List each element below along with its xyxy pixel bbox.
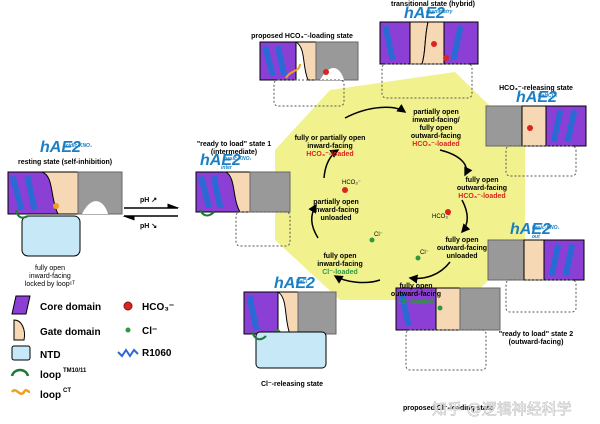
cycle-s1-l1: fully or partially open — [295, 135, 366, 142]
resting-state-glyph — [7, 171, 123, 257]
legend-ntd-swatch — [11, 345, 31, 361]
legend: Core domain Gate domain NTD loop TM10/11… — [10, 295, 174, 401]
cycle-s5-l3: Cl⁻-loaded — [398, 299, 434, 306]
cycle-s4-l3: unloaded — [446, 253, 477, 260]
legend-core-label: Core domain — [40, 302, 101, 313]
legend-ntd-label: NTD — [40, 350, 61, 361]
legend-loop-tm-swatch — [10, 368, 30, 377]
cycle-s5-l2: outward-facing — [391, 291, 441, 298]
cycle-arrow-5 — [333, 275, 381, 284]
watermark: 知乎 @逻辑神经科学 — [432, 400, 572, 418]
cycle-s3-l1: fully open — [465, 177, 498, 184]
resting-protein-sup: acidic-KNO₃ — [63, 143, 92, 149]
cycle-s3-l2: outward-facing — [457, 185, 507, 192]
hco3-releasing-glyph — [485, 105, 587, 177]
hco3-releasing-protein-sup: NaHCO₃ — [538, 93, 558, 99]
legend-gate-label: Gate domain — [40, 327, 101, 338]
cycle-arrow-3 — [461, 199, 471, 234]
resting-caption-1: fully open — [35, 265, 65, 272]
legend-cl-swatch — [125, 327, 131, 333]
legend-loop-ct-label: loop — [40, 390, 61, 401]
legend-loop-tm-label: loop — [40, 370, 61, 381]
ph-down-label: pH ↘ — [140, 223, 157, 230]
cycle-s4-l1: fully open — [445, 237, 478, 244]
transitional-glyph — [379, 21, 479, 99]
hco3-releasing-title: HCO₃⁻-releasing state — [499, 85, 573, 92]
legend-loop-ct-swatch — [10, 388, 31, 395]
ready2-protein-sup: basic-KNO₃ — [532, 225, 560, 231]
ready1-title-1: "ready to load" state 1 — [197, 141, 271, 148]
hco3-loading-title: proposed HCO₃⁻-loading state — [251, 33, 353, 40]
hco3-ion-b — [445, 209, 451, 215]
ready2-protein-sub: out — [532, 234, 540, 240]
ready1-title-2: (intermediate) — [211, 149, 257, 156]
cycle-s2-l3: fully open — [419, 125, 452, 132]
legend-gate-swatch — [13, 319, 25, 341]
cycle-s7-l3: unloaded — [320, 215, 351, 222]
resting-caption-2: inward-facing — [29, 273, 71, 280]
hco3-ion-b-label: HCO₃⁻ — [432, 214, 451, 220]
cl-releasing-title: Cl⁻-releasing state — [261, 381, 323, 388]
cycle-s2-l2: inward-facing/ — [412, 117, 460, 124]
cycle-s7-l2: inward-facing — [313, 207, 359, 214]
ready1-protein-sup: basic-KNO₃ — [224, 156, 252, 162]
cl-loading-title: proposed Cl⁻-loading state — [403, 405, 493, 412]
legend-cl-label: Cl⁻ — [142, 326, 157, 337]
ready2-protein-name: hAE2 — [510, 221, 551, 238]
cycle-s2-l5: HCO₃⁻-loaded — [412, 141, 459, 148]
cycle-s1-l3: HCO₃⁻-loaded — [306, 151, 353, 158]
cycle-s5-l1: fully open — [399, 283, 432, 290]
cycle-background — [275, 72, 525, 300]
cycle-arrow-4 — [408, 261, 451, 284]
transitional-protein-name: hAE2 — [404, 5, 445, 22]
legend-hco3-swatch — [123, 301, 133, 311]
cycle-s6-l1: fully open — [323, 253, 356, 260]
resting-title: resting state (self-inhibition) — [18, 159, 112, 166]
cycle-s3-l3: HCO₃⁻-loaded — [458, 193, 505, 200]
hco3-ion-a-label: HCO₃⁻ — [342, 180, 361, 186]
ready1-glyph — [195, 171, 291, 247]
cycle-s2-l1: partially open — [413, 109, 459, 116]
ph-up-label: pH ↗ — [140, 197, 157, 204]
cycle-arrow-7 — [323, 149, 340, 179]
legend-r1060-swatch — [117, 348, 139, 358]
legend-loop-ct-sup: CT — [63, 388, 71, 394]
cycle-arrow-6 — [308, 203, 319, 239]
resting-protein-name: hAE2 — [40, 139, 81, 156]
cl-ion-b — [415, 255, 421, 261]
cl-releasing-protein-name: hAE2 — [274, 275, 315, 292]
legend-hco3-label: HCO₃⁻ — [142, 302, 174, 313]
cycle-s6-l3: Cl⁻-loaded — [322, 269, 358, 276]
ready2-glyph — [487, 239, 585, 313]
cl-ion-b-label: Cl⁻ — [420, 250, 429, 256]
hco3-releasing-protein-name: hAE2 — [516, 89, 557, 106]
legend-core-swatch — [11, 295, 31, 315]
cl-releasing-protein-sup: NaCl — [296, 279, 308, 285]
cycle-s2-l4: outward-facing — [411, 133, 461, 140]
cycle-arrow-1 — [344, 104, 407, 119]
transitional-protein-sup: asymmetry — [426, 9, 453, 15]
resting-caption-3: locked by loopᶜᵀ — [25, 281, 75, 288]
ready2-title-1: "ready to load" state 2 — [499, 331, 573, 338]
cl-ion-a-label: Cl⁻ — [374, 232, 383, 238]
ready2-title-2: (outward-facing) — [509, 339, 564, 346]
ready1-protein-name: hAE2 — [200, 152, 241, 169]
cycle-arrow-2 — [439, 149, 473, 177]
cl-loading-glyph — [395, 287, 501, 371]
hco3-loading-glyph — [259, 41, 359, 107]
transitional-title: transitional state (hybrid) — [391, 1, 475, 8]
legend-r1060-label: R1060 — [142, 348, 172, 359]
cycle-s7-l1: partially open — [313, 199, 359, 206]
ready1-protein-sub: inter — [221, 165, 233, 171]
cycle-s6-l2: inward-facing — [317, 261, 363, 268]
cl-releasing-glyph — [243, 291, 337, 369]
cycle-s4-l2: outward-facing — [437, 245, 487, 252]
cl-ion-a — [369, 237, 375, 243]
hco3-ion-a — [342, 187, 348, 193]
cycle-s1-l2: inward-facing — [307, 143, 353, 150]
legend-loop-tm-sup: TM10/11 — [63, 368, 87, 374]
